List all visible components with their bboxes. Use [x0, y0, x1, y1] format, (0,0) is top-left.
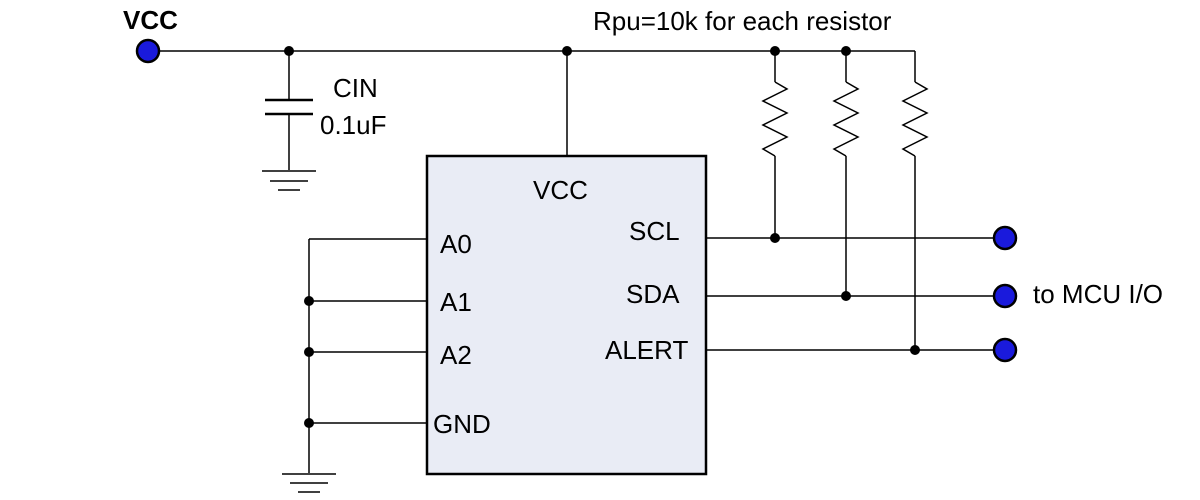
- ic-pin-vcc-label: VCC: [533, 175, 588, 205]
- sda-terminal: [992, 283, 1018, 309]
- ic-pin-gnd-label: GND: [433, 409, 491, 439]
- address-ground-bus: [304, 238, 427, 473]
- scl-line: [706, 233, 994, 243]
- scl-terminal: [992, 225, 1018, 251]
- pullup-resistor-scl: [761, 51, 789, 238]
- ic-body: [425, 154, 708, 476]
- input-capacitor: [265, 51, 313, 170]
- ic-pin-alert-label: ALERT: [605, 335, 688, 365]
- capacitor-value-label: 0.1uF: [320, 110, 387, 140]
- ic-pin-a0-label: A0: [440, 229, 472, 259]
- alert-line: [706, 345, 994, 355]
- capacitor-ground-symbol: [262, 170, 316, 191]
- alert-terminal: [992, 337, 1018, 363]
- ic-pin-scl-label: SCL: [629, 216, 680, 246]
- ic-pin-a1-label: A1: [440, 287, 472, 317]
- pullup-resistor-sda: [832, 51, 860, 296]
- ic-ground-symbol: [282, 473, 336, 493]
- vcc-supply-label: VCC: [123, 5, 178, 35]
- vcc-terminal: [135, 38, 161, 64]
- capacitor-name-label: CIN: [333, 73, 378, 103]
- pullup-resistor-alert: [901, 81, 929, 350]
- vcc-rail: [160, 50, 916, 82]
- sda-line: [706, 291, 994, 301]
- ic-pin-a2-label: A2: [440, 340, 472, 370]
- pullup-resistor-note: Rpu=10k for each resistor: [593, 6, 892, 36]
- ic-pin-sda-label: SDA: [626, 279, 680, 309]
- mcu-io-label: to MCU I/O: [1033, 279, 1163, 309]
